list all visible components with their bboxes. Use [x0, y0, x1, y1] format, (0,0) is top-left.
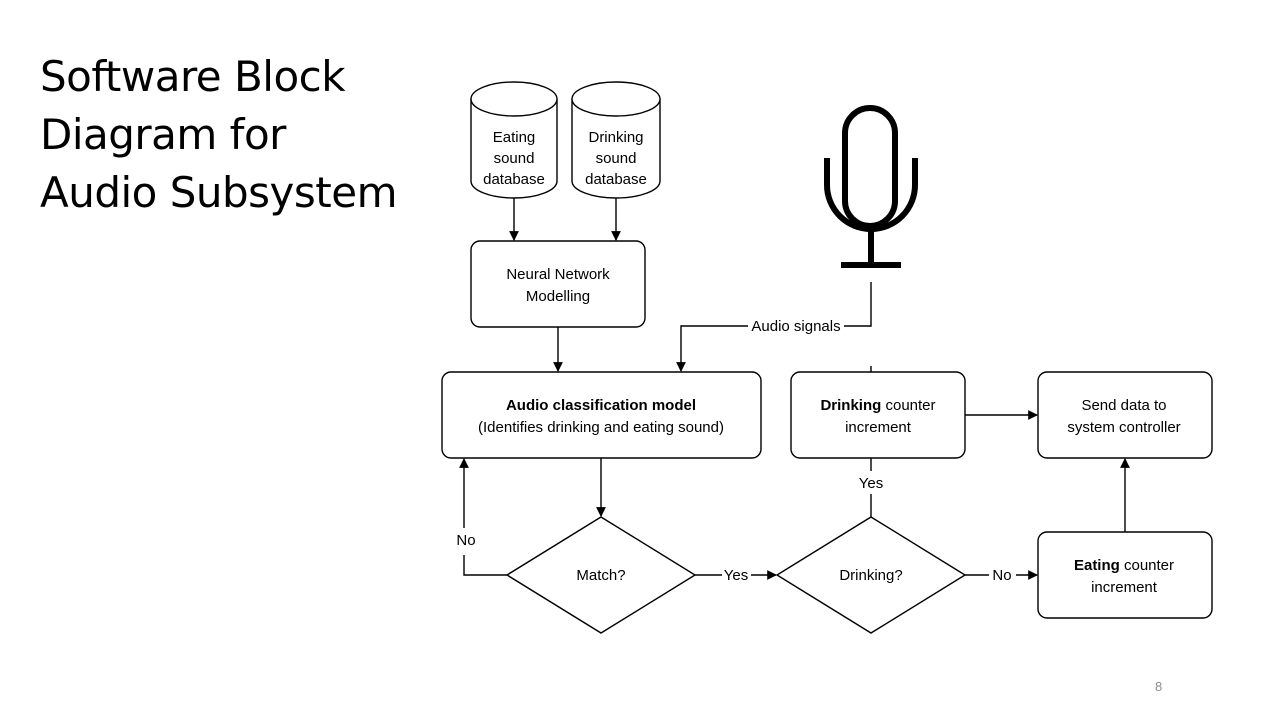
- drinking-counter-box: Drinking counter increment: [790, 371, 966, 459]
- eating-counter-box: Eating counter increment: [1037, 531, 1213, 619]
- slide-title: Software Block Diagram for Audio Subsyst…: [40, 48, 398, 222]
- drinking-decision-label: Drinking?: [839, 567, 902, 584]
- eating-counter-line-2: increment: [1091, 579, 1158, 596]
- drinking-db-label-1: Drinking: [588, 129, 643, 146]
- microphone-icon: [824, 105, 918, 268]
- yes-match-label: Yes: [724, 567, 748, 584]
- page-number: 8: [1155, 679, 1163, 694]
- eating-counter-bold: Eating: [1074, 557, 1120, 574]
- arrow-match-no-to-classifier: [464, 459, 507, 576]
- drinking-sound-database: Drinking sound database: [571, 81, 661, 199]
- no-left-label: No: [456, 532, 475, 549]
- eating-counter-line-1: Eating counter: [1074, 557, 1174, 574]
- connectors: [464, 198, 1130, 576]
- drinking-counter-line-2: increment: [845, 419, 912, 436]
- send-data-line-1: Send data to: [1081, 397, 1166, 414]
- slide-title-line-2: Diagram for: [40, 110, 286, 159]
- slide-title-line-3: Audio Subsystem: [40, 168, 398, 217]
- classifier-subtitle: (Identifies drinking and eating sound): [478, 419, 724, 436]
- drinking-decision: Drinking?: [775, 516, 967, 634]
- nn-label-1: Neural Network: [506, 266, 610, 283]
- send-data-line-2: system controller: [1067, 419, 1180, 436]
- neural-network-modelling-box: Neural Network Modelling: [470, 240, 646, 328]
- eating-counter-rest: counter: [1120, 557, 1174, 574]
- match-label: Match?: [576, 567, 625, 584]
- match-decision: Match?: [505, 516, 697, 634]
- drinking-counter-rest: counter: [881, 397, 935, 414]
- eating-db-label-1: Eating: [493, 129, 536, 146]
- yes-drinking-label: Yes: [859, 475, 883, 492]
- drinking-db-label-3: database: [585, 171, 647, 188]
- eating-sound-database: Eating sound database: [470, 81, 558, 199]
- audio-signals-label: Audio signals: [751, 318, 840, 335]
- drinking-db-label-2: sound: [596, 150, 637, 167]
- classifier-title: Audio classification model: [506, 397, 696, 414]
- drinking-counter-line-1: Drinking counter: [820, 397, 935, 414]
- arrow-mic-to-classifier: [681, 282, 872, 371]
- audio-classification-model-box: Audio classification model (Identifies d…: [441, 371, 762, 459]
- eating-db-label-2: sound: [494, 150, 535, 167]
- no-drinking-label: No: [992, 567, 1011, 584]
- send-data-box: Send data to system controller: [1037, 371, 1213, 459]
- drinking-counter-bold: Drinking: [820, 397, 881, 414]
- nn-label-2: Modelling: [526, 288, 590, 305]
- eating-db-label-3: database: [483, 171, 545, 188]
- slide-title-line-1: Software Block: [40, 52, 346, 101]
